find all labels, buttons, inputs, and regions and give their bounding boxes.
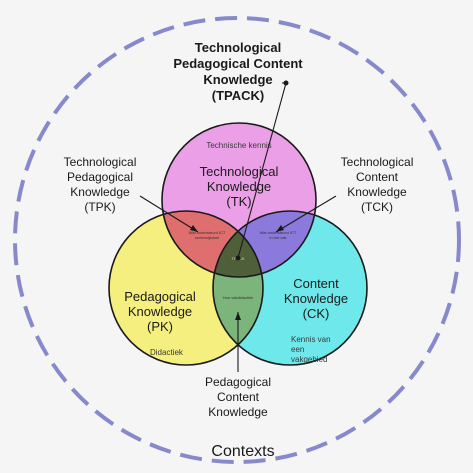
tpk-pointer-arrow <box>139 195 199 233</box>
pck-label-line-1: Pedagogical <box>205 375 271 389</box>
contexts-label: Contexts <box>211 443 274 460</box>
tck-dutch-line-1: Wat ondersteunt ICT <box>260 230 297 235</box>
pk-label-line-2: Knowledge <box>128 304 192 319</box>
title-line-1: Technological <box>195 40 281 55</box>
pck-dutch-label: Hoe vakdidactiek <box>223 295 253 300</box>
tpk-label-line-4: (TPK) <box>84 200 115 214</box>
tk-label-line-2: Knowledge <box>207 179 271 194</box>
pk-dutch-label: Didactiek <box>150 348 184 357</box>
tpk-arrow-head <box>190 225 198 232</box>
tk-label-line-1: Technological <box>200 164 279 179</box>
title-line-4: (TPACK) <box>212 88 264 103</box>
tck-label-line-1: Technological <box>341 155 414 169</box>
tpk-dutch-line-1: Wat ondersteunt ICT <box>189 230 226 235</box>
tk-label-line-3: (TK) <box>226 194 251 209</box>
ck-label-line-1: Content <box>293 276 339 291</box>
title-line-3: Knowledge <box>203 72 272 87</box>
tpk-label-line-1: Technological <box>64 155 137 169</box>
ck-label-line-2: Knowledge <box>284 291 348 306</box>
tpack-overlap <box>213 211 263 277</box>
pck-label-line-3: Knowledge <box>208 405 268 419</box>
tck-dutch-line-2: in het vak <box>269 235 286 240</box>
pk-label-line-3: (PK) <box>147 319 173 334</box>
tpack-pointer-dot <box>283 80 289 86</box>
ck-dutch-line-3: vakgebied <box>291 355 327 364</box>
contexts-circle <box>13 16 461 464</box>
tpk-label-line-3: Knowledge <box>70 185 130 199</box>
pck-arrow-head <box>235 312 241 320</box>
tck-pointer-arrow <box>275 195 337 233</box>
ck-dutch-line-2: een <box>291 345 304 354</box>
tck-arrow-head <box>276 225 284 232</box>
pk-label-line-1: Pedagogical <box>124 289 196 304</box>
tck-label-line-2: Content <box>356 170 399 184</box>
ck-dutch-line-1: Kennis van <box>291 335 331 344</box>
tpk-dutch-line-2: onderwijsdoel <box>195 235 220 240</box>
tck-label-line-4: (TCK) <box>361 200 393 214</box>
ck-label-line-3: (CK) <box>303 306 330 321</box>
tpk-label-line-2: Pedagogical <box>67 170 133 184</box>
tck-label-line-3: Knowledge <box>347 185 407 199</box>
pck-label-line-2: Content <box>217 390 260 404</box>
tk-dutch-label: Technische kennis <box>206 141 271 150</box>
title-line-2: Pedagogical Content <box>173 56 303 71</box>
tpack-center-dot <box>235 255 241 261</box>
